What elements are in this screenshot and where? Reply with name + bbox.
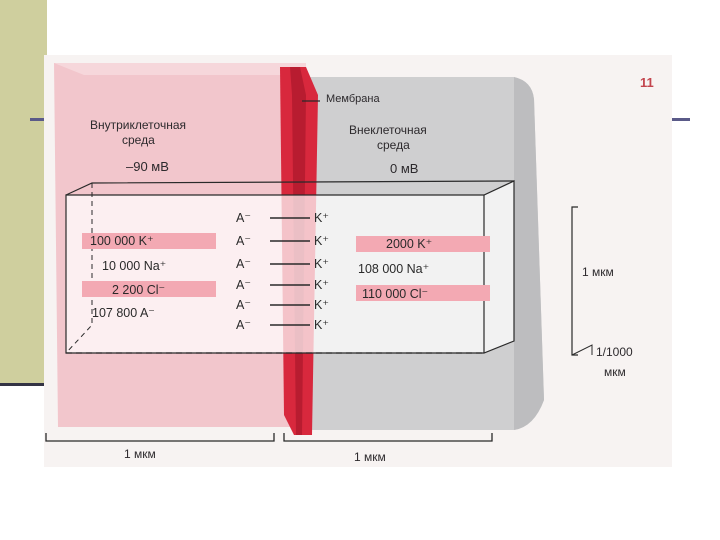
intracellular-title-2: среда <box>122 133 155 147</box>
outside-ion-k: 2000 K⁺ <box>386 236 432 251</box>
scale-bracket-left <box>46 433 274 441</box>
intracellular-title-1: Внутриклеточная <box>90 118 186 132</box>
page-number: 11 <box>640 75 654 90</box>
scale-label-bottom-left: 1 мкм <box>124 447 156 461</box>
intracellular-top <box>54 63 306 75</box>
outside-ion-na: 108 000 Na⁺ <box>358 261 429 276</box>
membrane-anion: A⁻ <box>236 233 251 248</box>
membrane-anion: A⁻ <box>236 256 251 271</box>
extracellular-title-2: среда <box>377 138 410 152</box>
intracellular-potential: –90 мВ <box>126 159 169 174</box>
membrane-label: Мембрана <box>326 93 380 105</box>
inside-ion-a: 107 800 A⁻ <box>92 305 155 320</box>
membrane-anion: A⁻ <box>236 210 251 225</box>
scale-label-thickness: 1/1000 <box>596 345 633 359</box>
extracellular-potential: 0 мВ <box>390 161 418 176</box>
scale-label-bottom-right: 1 мкм <box>354 450 386 464</box>
slide-sidebar-band <box>0 0 47 385</box>
slide-sidebar-line <box>0 383 47 386</box>
outside-ion-cl: 110 000 Cl⁻ <box>362 286 428 301</box>
membrane-cation: K⁺ <box>314 210 329 225</box>
scale-bracket-bottom-right <box>284 433 492 441</box>
membrane-cation: K⁺ <box>314 297 329 312</box>
inside-ion-k: 100 000 K⁺ <box>90 233 154 248</box>
scale-label-right: 1 мкм <box>582 265 614 279</box>
membrane-anion: A⁻ <box>236 277 251 292</box>
membrane-anion: A⁻ <box>236 317 251 332</box>
membrane-cation: K⁺ <box>314 317 329 332</box>
scale-label-thickness-unit: мкм <box>604 365 626 379</box>
membrane-cation: K⁺ <box>314 277 329 292</box>
membrane-cation: K⁺ <box>314 233 329 248</box>
membrane-cation: K⁺ <box>314 256 329 271</box>
scale-bracket-right <box>572 207 578 355</box>
inside-ion-na: 10 000 Na⁺ <box>102 258 166 273</box>
membrane-diagram: 11 Мембрана Внутриклеточная среда –90 мВ… <box>44 55 672 467</box>
extracellular-title-1: Внеклеточная <box>349 123 427 137</box>
membrane-anion: A⁻ <box>236 297 251 312</box>
inside-ion-cl: 2 200 Cl⁻ <box>112 282 165 297</box>
extracellular-block-side <box>514 77 544 430</box>
